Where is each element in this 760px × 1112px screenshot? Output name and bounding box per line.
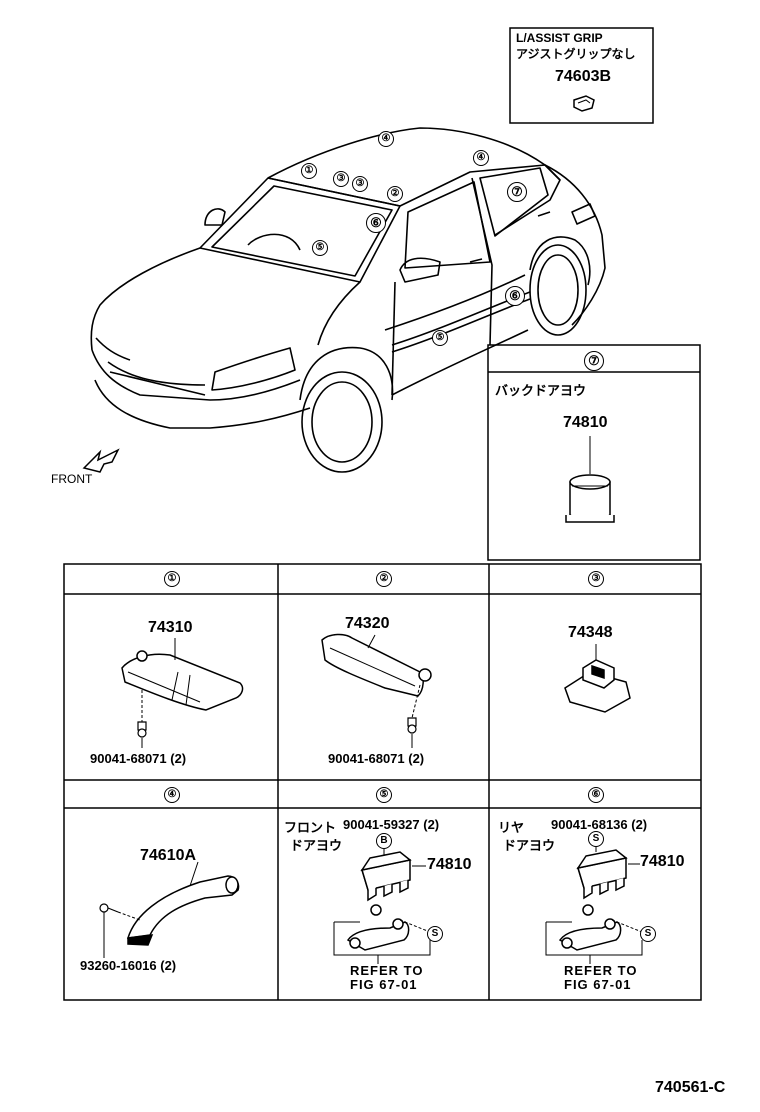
room-lamp-74810-icon [565, 474, 615, 523]
door-lamp-front-icon [360, 851, 412, 902]
cell-6-header: ⑥ [588, 787, 604, 803]
car-callout-5b: ⑤ [432, 330, 448, 346]
screw-icon [99, 903, 119, 913]
car-callout-3b: ③ [352, 176, 368, 192]
bolt-number-cell-2: 90041-68071 (2) [328, 751, 425, 766]
car-callout-4b: ④ [473, 150, 489, 166]
bolt-icon [137, 721, 147, 738]
car-callout-7: ⑦ [507, 182, 527, 202]
car-callout-1: ① [301, 163, 317, 179]
sun-visor-74320-icon [321, 633, 432, 697]
door-bracket-rear-icon [558, 904, 622, 951]
clip-74603b-icon [573, 95, 595, 112]
sun-visor-74310-icon [121, 650, 244, 711]
assist-grip-note: アジストグリップなし [516, 47, 636, 61]
part-number-74810-back: 74810 [563, 414, 608, 431]
cell-5-label-front: フロント [284, 820, 337, 835]
cell-4-header: ④ [164, 787, 180, 803]
car-illustration [90, 127, 606, 473]
cell-2-header: ② [376, 571, 392, 587]
part-number-74310: 74310 [148, 619, 193, 636]
cell-3-header: ③ [588, 571, 604, 587]
cell-1-header: ① [164, 571, 180, 587]
cell-6-callout-s: S [588, 831, 604, 847]
part-number-74320: 74320 [345, 615, 390, 632]
cell-7-label: バックドアヨウ [495, 383, 587, 398]
part-number-74610a: 74610A [140, 847, 197, 864]
part-number-74603b: 74603B [555, 68, 612, 85]
cell-7-header: ⑦ [584, 351, 604, 371]
part-number-74810-rear: 74810 [640, 853, 685, 870]
cell-6-label-rear: リヤ [498, 820, 525, 835]
door-bracket-front-icon [346, 904, 410, 951]
cell-5-label-door: ドアヨウ [290, 838, 343, 853]
door-lamp-rear-icon [576, 849, 628, 900]
car-callout-5a: ⑤ [312, 240, 328, 256]
map-lamp-74348-icon [564, 659, 631, 713]
bolt-number-cell-4: 93260-16016 (2) [80, 958, 177, 973]
cell-6-callout-s2: S [640, 926, 656, 942]
cell-5-refer-2: FIG 67-01 [350, 977, 418, 992]
cell-5-refer-1: REFER TO [350, 963, 424, 978]
cell-6-label-door: ドアヨウ [503, 838, 556, 853]
assist-grip-74610a-icon [126, 875, 240, 946]
part-number-74348: 74348 [568, 624, 613, 641]
car-callout-2: ② [387, 186, 403, 202]
cell-6-refer-1: REFER TO [564, 963, 638, 978]
cell-5-callout-s: S [427, 926, 443, 942]
bolt-number-cell-1: 90041-68071 (2) [90, 751, 187, 766]
front-arrow-icon [82, 448, 120, 473]
cell-6-refer-2: FIG 67-01 [564, 977, 632, 992]
figure-id: 740561-C [655, 1079, 726, 1096]
front-label: FRONT [51, 472, 93, 486]
car-callout-6a: ⑥ [366, 213, 386, 233]
bolt-number-cell-6: 90041-68136 (2) [551, 817, 648, 832]
bolt-number-cell-5: 90041-59327 (2) [343, 817, 440, 832]
assist-grip-label: L/ASSIST GRIP [516, 31, 603, 45]
car-callout-3a: ③ [333, 171, 349, 187]
cell-5-callout-b: B [376, 833, 392, 849]
car-callout-4a: ④ [378, 131, 394, 147]
cell-5-header: ⑤ [376, 787, 392, 803]
car-callout-6b: ⑥ [505, 286, 525, 306]
bolt-icon [407, 717, 417, 734]
part-number-74810-front: 74810 [427, 856, 472, 873]
